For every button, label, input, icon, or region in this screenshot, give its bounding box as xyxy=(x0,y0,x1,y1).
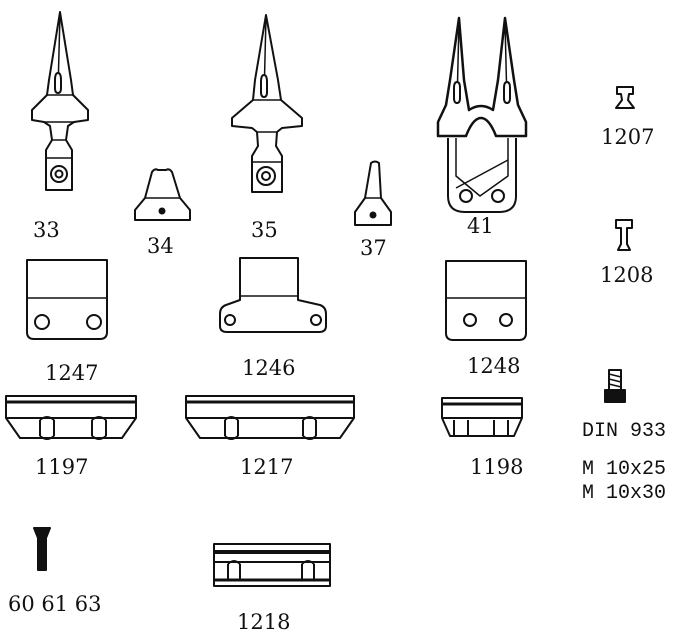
plate-1246-drawing xyxy=(219,257,327,333)
label-33: 33 xyxy=(33,218,60,242)
label-1246: 1246 xyxy=(242,356,296,380)
label-60-61-63: 60 61 63 xyxy=(8,592,102,616)
knife-back-bar-1217-drawing xyxy=(185,395,355,440)
label-1208: 1208 xyxy=(600,263,654,287)
knife-guard-35-drawing xyxy=(231,14,303,193)
knife-back-bar-1198-drawing xyxy=(441,397,523,437)
knife-guard-33-drawing xyxy=(31,11,89,191)
label-1248: 1248 xyxy=(467,354,521,378)
knife-back-bar-1218-drawing xyxy=(213,543,331,587)
label-din-933: DIN 933 xyxy=(582,420,667,443)
rivet-60-61-63-drawing xyxy=(33,527,51,571)
bolt-1208-drawing xyxy=(615,219,633,251)
hex-screw-din-933-drawing xyxy=(604,369,626,403)
plate-1247-drawing xyxy=(26,259,108,340)
label-1197: 1197 xyxy=(35,455,89,479)
label-m10x25: M 10x25 xyxy=(582,458,667,481)
label-1247: 1247 xyxy=(45,361,99,385)
label-1218: 1218 xyxy=(237,610,291,634)
label-m10x30: M 10x30 xyxy=(582,482,667,505)
label-35: 35 xyxy=(251,218,278,242)
double-guard-41-drawing xyxy=(436,16,528,213)
knife-section-37-drawing xyxy=(354,160,392,226)
label-1207: 1207 xyxy=(601,125,655,149)
label-41: 41 xyxy=(467,214,494,238)
knife-section-34-drawing xyxy=(134,168,191,221)
bolt-1207-drawing xyxy=(615,86,635,109)
plate-1248-drawing xyxy=(445,260,527,341)
label-1198: 1198 xyxy=(470,455,524,479)
label-37: 37 xyxy=(360,236,387,260)
label-1217: 1217 xyxy=(240,455,294,479)
knife-back-bar-1197-drawing xyxy=(5,395,137,440)
label-34: 34 xyxy=(147,234,174,258)
